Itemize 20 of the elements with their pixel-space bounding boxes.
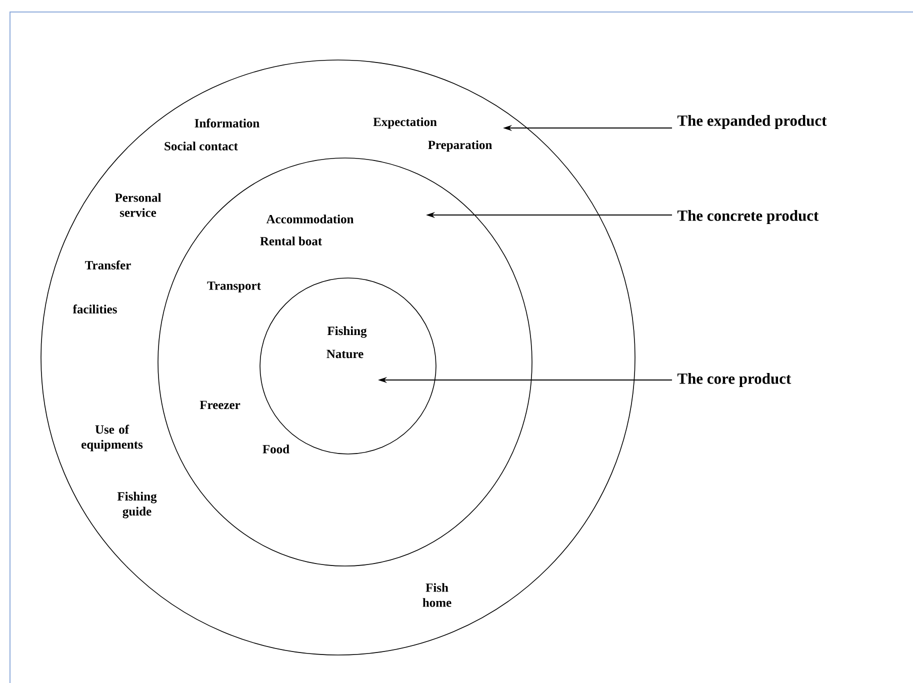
ring-label: Freezer <box>200 400 240 410</box>
ring-label: Use of equipments <box>82 424 143 452</box>
ring-label: Transfer <box>85 260 131 270</box>
ring-label: Fishing <box>327 326 367 338</box>
ring-label: Information <box>194 118 260 128</box>
layer-label: The concrete product <box>677 210 819 224</box>
layer-label: The expanded product <box>677 114 827 130</box>
ring-label: Transport <box>207 282 261 292</box>
ring-label: Social contact <box>164 142 238 150</box>
ring-label: Accommodation <box>266 214 354 224</box>
ring-label: Preparation <box>428 140 492 152</box>
ring-label: Rental boat <box>260 236 322 246</box>
ring-label: Nature <box>326 350 364 358</box>
ring-label: facilities <box>72 304 117 314</box>
ring-label: Food <box>262 444 290 454</box>
ring-label: Fish home <box>422 583 452 607</box>
ring-label: Expectation <box>373 117 437 129</box>
ring-label: Personal service <box>114 193 162 217</box>
layer-label: The core product <box>677 372 792 388</box>
ring-label: Fishing guide <box>117 492 157 518</box>
